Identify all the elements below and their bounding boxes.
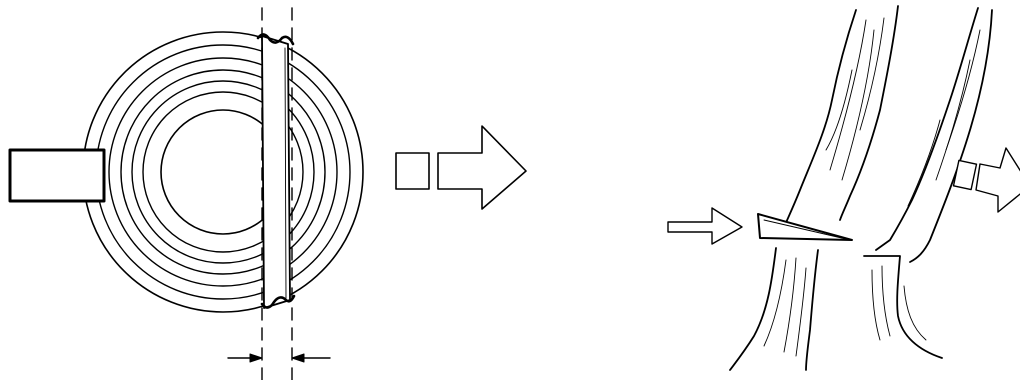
split-trunk — [730, 6, 992, 370]
wedge — [758, 214, 852, 240]
trunk-left-lower-inner — [806, 250, 818, 370]
arrow-right-icon — [668, 208, 742, 244]
ring-outer — [83, 32, 363, 312]
thickness-dimension — [228, 354, 330, 362]
log-cross-section — [10, 8, 363, 380]
trunk-left-upper-outer — [782, 10, 856, 232]
trunk-left-lower-outer — [730, 248, 776, 370]
trunk-right-lower — [864, 256, 942, 358]
arrow-right-icon — [396, 126, 526, 209]
ring-2 — [96, 45, 350, 299]
trunk-left-upper-inner — [840, 6, 898, 220]
trunk-right-upper-left — [876, 8, 978, 250]
ring-4 — [121, 70, 325, 274]
arrow-right-icon — [953, 148, 1020, 212]
side-block — [10, 150, 104, 201]
